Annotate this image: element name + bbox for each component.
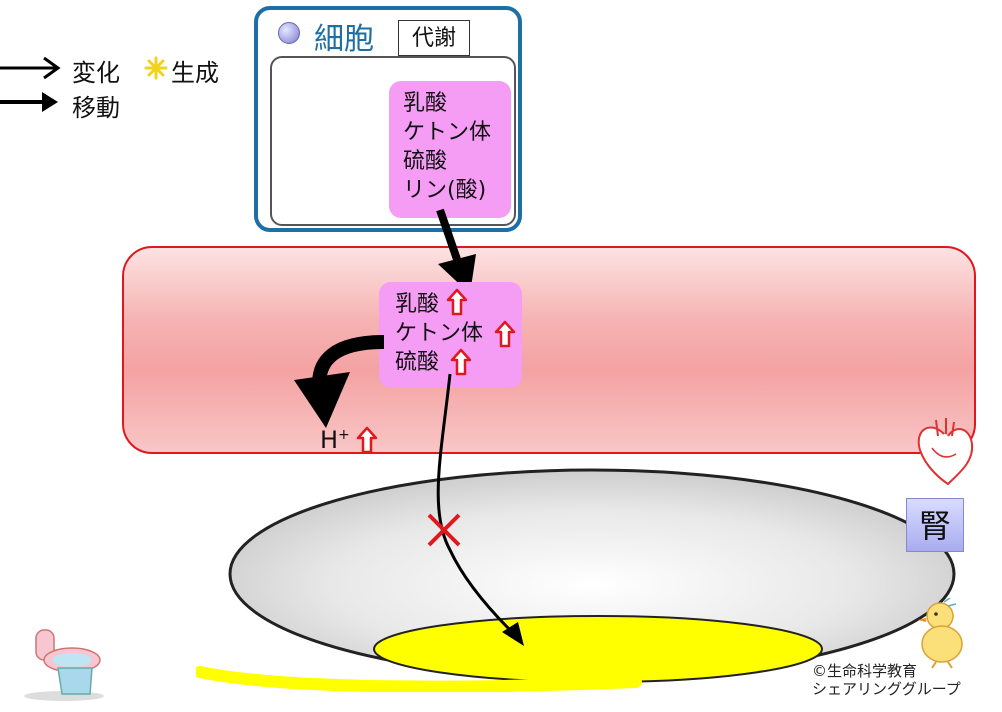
up-arrow-icon (356, 426, 378, 454)
blood-substance-item: ケトン体 (395, 319, 522, 348)
cell-product-item: 乳酸 (403, 91, 448, 116)
cell-product-item: リン(酸) (403, 178, 487, 203)
toilet-icon (24, 629, 104, 701)
metabolism-label: 代謝 (398, 20, 470, 56)
blocked-cross-icon (427, 513, 461, 547)
cell-product-item: 硫酸 (403, 149, 448, 174)
heart-icon (917, 418, 974, 486)
kidney-label: 腎 (906, 498, 964, 552)
legend-generate-label: 生成 (171, 59, 219, 87)
legend-move-arrow (0, 92, 58, 112)
cell-product-item: ケトン体 (403, 120, 492, 145)
blood-substance-item: 乳酸 (395, 290, 522, 319)
excretion-arrow (436, 373, 524, 646)
copyright-line: ©生命科学教育 (812, 662, 918, 680)
hydrogen-ion-symbol: H (320, 426, 339, 454)
up-arrow-icon (446, 288, 468, 316)
up-arrow-icon (450, 348, 472, 376)
blood-band (122, 246, 976, 454)
legend-change-arrow (0, 56, 61, 80)
legend-change-label: 変化 (72, 59, 120, 87)
legend-move-label: 移動 (72, 94, 120, 122)
blood-substance-label: ケトン体 (395, 321, 484, 346)
dissociation-arrow (294, 335, 385, 428)
cell-icon (278, 22, 300, 44)
up-arrow-icon (494, 320, 516, 348)
blood-substance-label: 硫酸 (395, 350, 440, 375)
urine-stream (196, 666, 642, 692)
hydrogen-ion-label: H+ (320, 426, 350, 454)
sparkle-icon (144, 56, 168, 80)
copyright-line: シェアリンググループ (812, 680, 961, 698)
chick-icon (918, 598, 963, 669)
cell-products-box: 乳酸 ケトン体 硫酸 リン(酸) (389, 81, 511, 218)
hydrogen-ion-charge: + (338, 427, 350, 443)
copyright-text: ©生命科学教育 シェアリンググループ (812, 662, 961, 698)
blood-substance-item: 硫酸 (395, 348, 522, 377)
cell-title: 細胞 (314, 22, 374, 57)
blood-substance-label: 乳酸 (395, 292, 440, 317)
